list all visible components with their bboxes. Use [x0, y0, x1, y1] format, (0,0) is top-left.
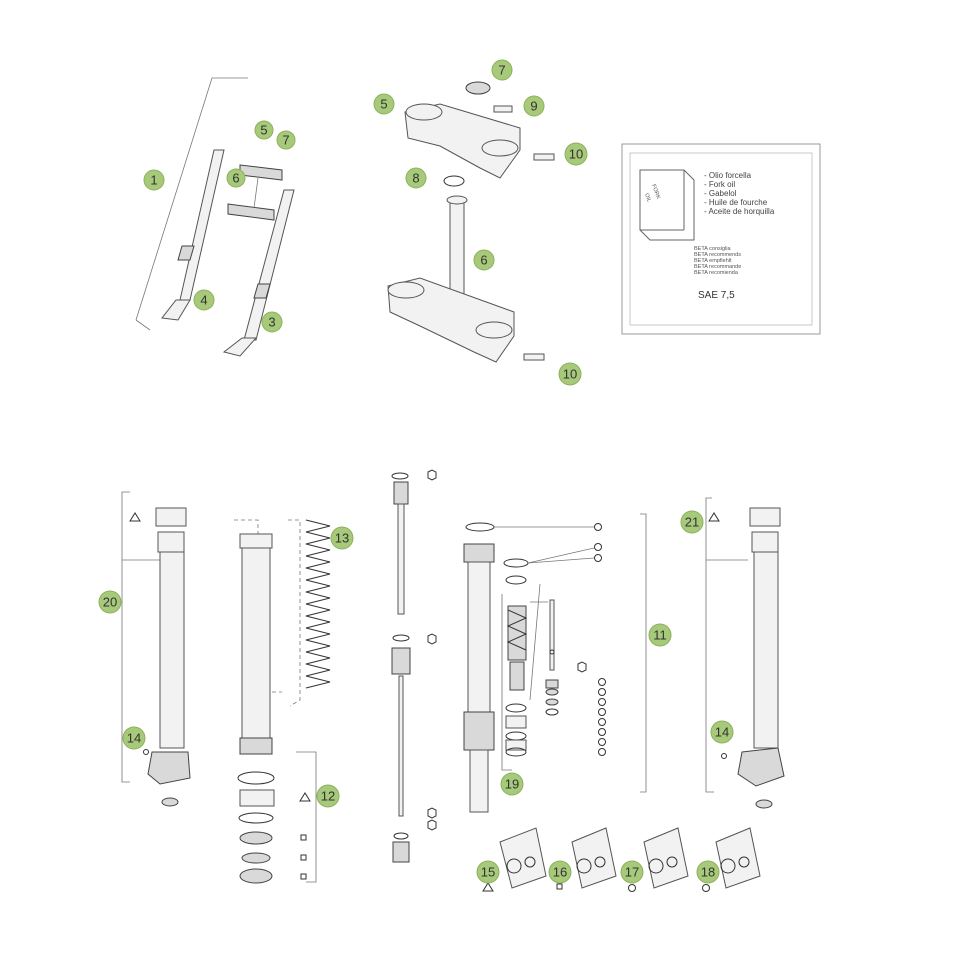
svg-text:12: 12 — [321, 789, 335, 804]
callout-12: 12 — [316, 784, 340, 808]
svg-text:15: 15 — [481, 865, 495, 880]
damper-rod-group — [391, 469, 437, 863]
inner-tube-group — [234, 519, 331, 884]
svg-text:14: 14 — [127, 731, 141, 746]
svg-text:11: 11 — [653, 628, 667, 643]
oil-line-5: - Aceite de horquilla — [704, 207, 775, 216]
svg-text:5: 5 — [380, 97, 387, 112]
svg-text:8: 8 — [412, 171, 419, 186]
callout-6-stem: 6 — [473, 249, 495, 271]
svg-text:1: 1 — [150, 173, 157, 188]
svg-text:9: 9 — [530, 99, 537, 114]
callout-21: 21 — [680, 510, 704, 534]
callout-8: 8 — [405, 167, 427, 189]
fork-guards — [482, 827, 761, 892]
oil-recommend-4: BETA recommande — [694, 264, 741, 270]
right-outer-tube-group — [640, 497, 785, 809]
oil-recommend-1: BETA consiglia — [694, 246, 732, 252]
svg-text:13: 13 — [335, 531, 349, 546]
oil-recommend-5: BETA recomienda — [694, 270, 739, 276]
callout-13: 13 — [330, 526, 354, 550]
svg-text:18: 18 — [701, 865, 715, 880]
fork-oil-info-box: FORK OIL - Olio forcella - Fork oil - Ga… — [621, 143, 821, 335]
svg-text:10: 10 — [569, 147, 583, 162]
fork-assembly-overview — [135, 77, 295, 357]
svg-text:6: 6 — [480, 253, 487, 268]
svg-text:7: 7 — [498, 63, 505, 78]
cartridge-group — [463, 522, 606, 813]
callout-7-clamp: 7 — [491, 59, 513, 81]
svg-text:4: 4 — [200, 293, 207, 308]
oil-recommend-3: BETA empfiehlt — [694, 258, 732, 264]
oil-can-label-1: FORK — [650, 184, 661, 201]
callout-18: 18 — [696, 860, 720, 884]
triple-clamp-assembly — [387, 81, 555, 363]
callout-7: 7 — [276, 130, 296, 150]
oil-line-4: - Huile de fourche — [704, 198, 768, 207]
svg-text:7: 7 — [282, 133, 289, 148]
callout-5: 5 — [254, 120, 274, 140]
callout-16: 16 — [548, 860, 572, 884]
callout-19: 19 — [500, 772, 524, 796]
callout-10-lower: 10 — [558, 362, 582, 386]
callout-4: 4 — [193, 289, 215, 311]
svg-text:14: 14 — [715, 725, 729, 740]
left-outer-tube-group — [121, 491, 191, 807]
oil-line-1: - Olio forcella — [704, 171, 752, 180]
oil-line-3: - Gabelol — [704, 189, 737, 198]
callout-10-upper: 10 — [564, 142, 588, 166]
svg-text:21: 21 — [685, 515, 699, 530]
callout-11: 11 — [648, 623, 672, 647]
svg-text:16: 16 — [553, 865, 567, 880]
oil-grade: SAE 7,5 — [698, 290, 735, 301]
callout-9: 9 — [523, 95, 545, 117]
svg-text:17: 17 — [625, 865, 639, 880]
callout-20: 20 — [98, 590, 122, 614]
oil-line-2: - Fork oil — [704, 180, 735, 189]
svg-text:3: 3 — [268, 315, 275, 330]
svg-text:5: 5 — [260, 123, 267, 138]
callout-1: 1 — [143, 169, 165, 191]
callout-5-clamp: 5 — [373, 93, 395, 115]
oil-recommend-2: BETA recommends — [694, 252, 741, 258]
svg-text:19: 19 — [505, 777, 519, 792]
callout-17: 17 — [620, 860, 644, 884]
callout-6: 6 — [226, 168, 246, 188]
svg-text:6: 6 — [232, 171, 239, 186]
callout-3: 3 — [261, 311, 283, 333]
svg-text:20: 20 — [103, 595, 117, 610]
svg-text:10: 10 — [563, 367, 577, 382]
oil-can-label-2: OIL — [643, 193, 652, 203]
callout-15: 15 — [476, 860, 500, 884]
callout-14-left: 14 — [122, 726, 146, 750]
callout-14-right: 14 — [710, 720, 734, 744]
